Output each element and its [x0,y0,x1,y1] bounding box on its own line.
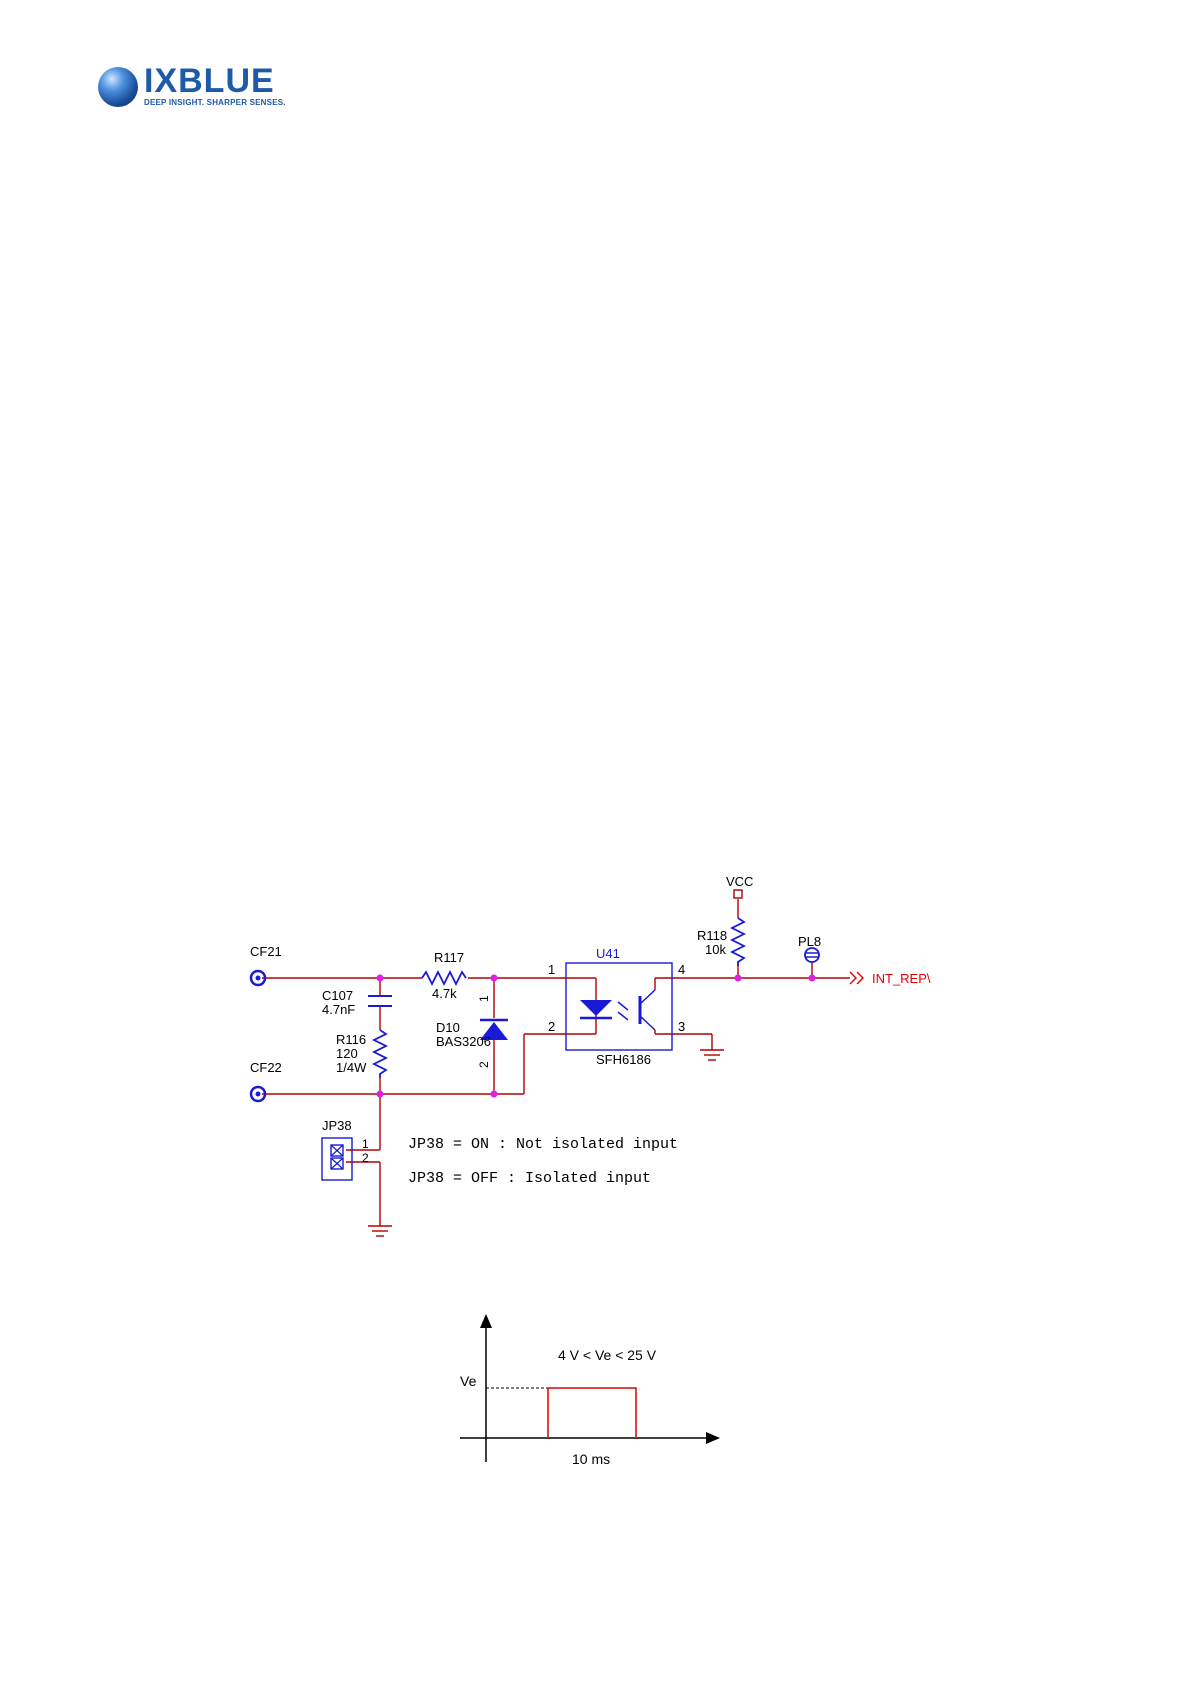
u41-pin4-label: 4 [678,962,685,977]
r117-ref-label: R117 [434,950,464,965]
jp38-note-off: JP38 = OFF : Isolated input [408,1170,651,1187]
pulse-width-label: 10 ms [572,1451,610,1467]
r118-ref-label: R118 [697,928,727,943]
u41-pin3-label: 3 [678,1019,685,1034]
u41-part-label: SFH6186 [596,1052,651,1067]
d10-pin1-label: 1 [477,995,491,1002]
d10-part-label: BAS3206 [436,1034,491,1049]
capacitor-c107-symbol [368,996,392,1006]
vcc-label: VCC [726,874,753,889]
r116-ref-label: R116 [336,1032,366,1047]
pulse-diagram: 4 V < Ve < 25 V Ve 10 ms [460,1314,720,1467]
output-net-label: INT_REP\ [872,971,931,986]
pulse-range-label: 4 V < Ve < 25 V [558,1347,657,1363]
y-axis-arrow-icon [480,1314,492,1328]
vcc-terminal-icon [734,890,742,898]
resistor-r116-symbol [374,1030,386,1078]
r117-value-label: 4.7k [432,986,457,1001]
jumper-jp38-symbol [322,1138,352,1180]
c107-ref-label: C107 [322,988,353,1003]
jp38-note-on: JP38 = ON : Not isolated input [408,1136,678,1153]
u41-ref-label: U41 [596,946,620,961]
pulse-waveform [548,1388,636,1438]
resistor-r117-symbol [422,972,466,984]
u41-pin1-label: 1 [548,962,555,977]
r116-value-label: 120 [336,1046,358,1061]
optocoupler-u41-symbol [566,963,672,1050]
pulse-level-label: Ve [460,1373,477,1389]
r118-value-label: 10k [705,942,726,957]
jp38-ref-label: JP38 [322,1118,352,1133]
d10-ref-label: D10 [436,1020,460,1035]
cf22-label: CF22 [250,1060,282,1075]
jp38-pin2-label: 2 [362,1151,369,1165]
cf21-label: CF21 [250,944,282,959]
d10-pin2-label: 2 [477,1061,491,1068]
resistor-r118-symbol [732,918,744,966]
u41-pin2-label: 2 [548,1019,555,1034]
testpoint-pl8-icon [805,948,819,962]
x-axis-arrow-icon [706,1432,720,1444]
pl8-label: PL8 [798,934,821,949]
r116-power-label: 1/4W [336,1060,367,1075]
jp38-pin1-label: 1 [362,1137,369,1151]
output-arrow-icon [850,972,863,984]
c107-value-label: 4.7nF [322,1002,355,1017]
